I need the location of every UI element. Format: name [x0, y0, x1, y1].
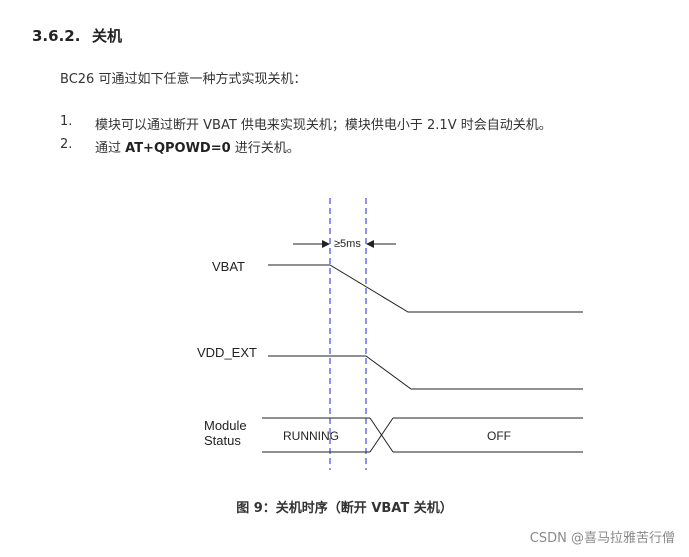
at-command: AT+QPOWD=0: [125, 141, 231, 156]
timing-label: ≥5ms: [334, 238, 361, 250]
intro-paragraph: BC26 可通过如下任意一种方式实现关机：: [60, 72, 307, 87]
list-item-2-text: 通过 AT+QPOWD=0 进行关机。: [95, 137, 300, 156]
state-label-off: OFF: [487, 429, 511, 443]
state-label-running: RUNNING: [283, 429, 339, 443]
section-title: 关机: [92, 27, 123, 45]
vbat-waveform: [268, 264, 583, 313]
signal-label-vbat: VBAT: [212, 259, 245, 274]
module-status-waveform: [262, 417, 583, 453]
signal-label-module: Module: [204, 418, 247, 433]
figure-caption: 图 9：关机时序（断开 VBAT 关机）: [236, 501, 453, 516]
section-heading: 3.6.2. 关机: [32, 25, 122, 46]
csdn-watermark: CSDN @喜马拉雅苦行僧: [529, 531, 675, 546]
signal-label-vdd-ext: VDD_EXT: [197, 345, 257, 360]
list-item-1-number: 1.: [60, 114, 73, 129]
list-item-2-prefix: 通过: [95, 141, 126, 156]
vdd-ext-waveform: [268, 355, 583, 390]
list-item-2-suffix: 进行关机。: [230, 141, 300, 156]
section-number: 3.6.2.: [32, 27, 81, 45]
list-item-1-text: 模块可以通过断开 VBAT 供电来实现关机；模块供电小于 2.1V 时会自动关机…: [95, 118, 552, 133]
signal-label-status: Status: [204, 433, 241, 448]
list-item-2-number: 2.: [60, 137, 73, 152]
